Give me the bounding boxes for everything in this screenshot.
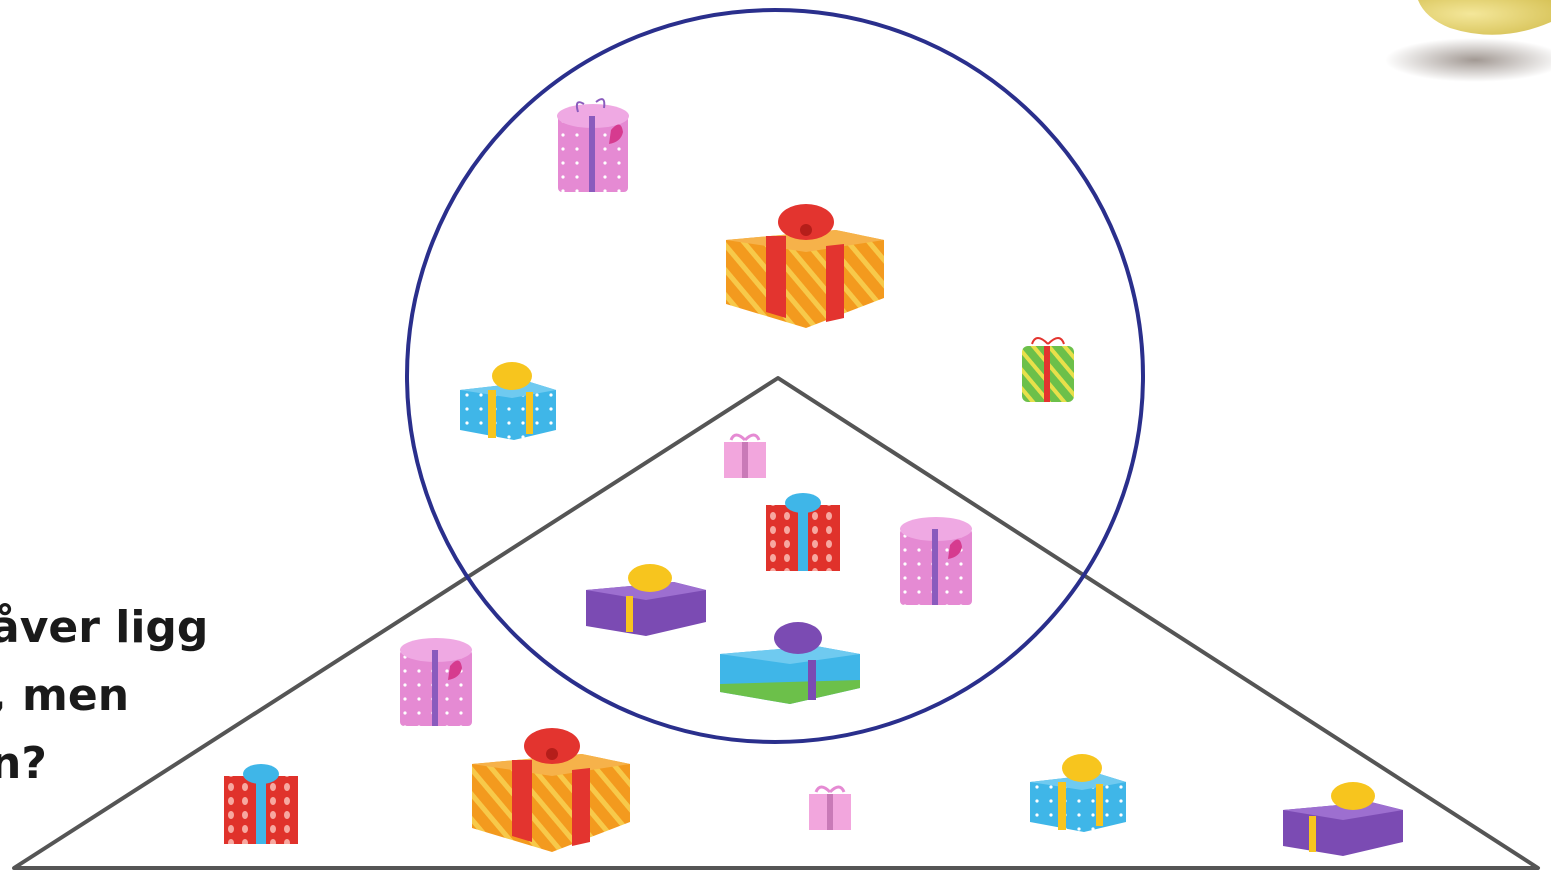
question-text-line-3: n?: [0, 742, 47, 786]
small-pink-gift-box-icon: [724, 435, 766, 478]
pink-round-gift-icon: [900, 517, 972, 605]
question-text-line-2: , men: [0, 674, 129, 718]
green-gift-box-icon: [1022, 338, 1074, 402]
blue-gift-box-icon: [460, 362, 556, 440]
red-dotted-gift-box-icon: [766, 493, 840, 571]
blue-gift-box-icon: [1030, 754, 1126, 832]
orange-gift-box-icon: [726, 204, 884, 328]
purple-gift-box-icon: [1283, 782, 1403, 856]
question-text-line-1: åver ligg: [0, 606, 208, 650]
purple-gift-box-icon: [586, 564, 706, 636]
orange-gift-box-icon: [472, 728, 630, 852]
pink-round-gift-icon: [557, 99, 629, 192]
pink-round-gift-icon: [400, 638, 472, 726]
small-pink-gift-box-icon: [809, 787, 851, 830]
golden-ball-decoration: [1385, 0, 1551, 82]
red-dotted-gift-box-icon: [224, 764, 298, 844]
blue-gift-box-icon: [720, 622, 860, 704]
